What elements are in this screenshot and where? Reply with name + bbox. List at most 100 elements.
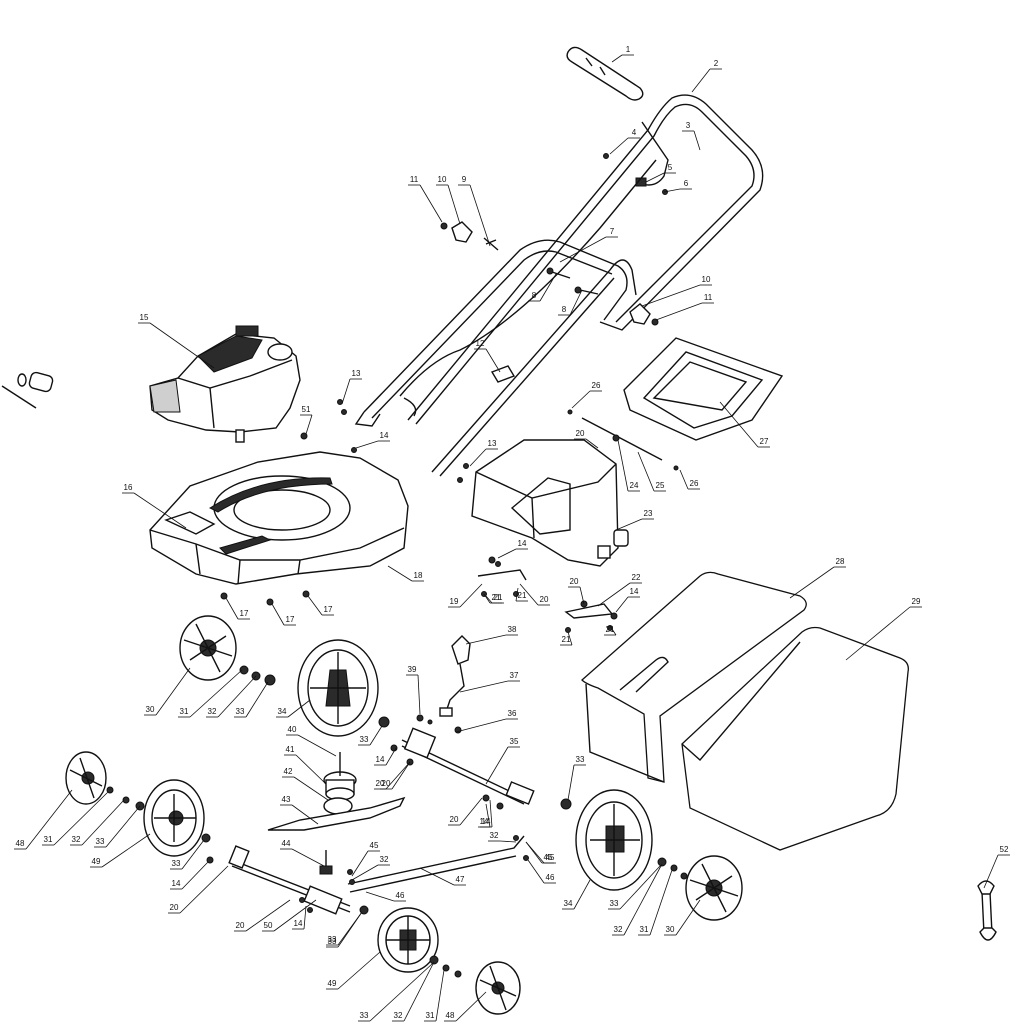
callout-leader-line — [609, 625, 617, 636]
callout-leader-line — [337, 911, 363, 948]
part-callout-number: 33 — [96, 837, 105, 846]
part-callout-number: 21 — [562, 635, 571, 644]
callout-leader-line — [499, 840, 517, 843]
part-callout-number: 9 — [462, 175, 467, 184]
callout-leader-line — [485, 348, 501, 373]
callout-leader-line — [539, 273, 557, 302]
part-callout-number: 14 — [630, 587, 639, 596]
grass-bag — [681, 626, 909, 851]
part-callout-number: 20 — [570, 577, 579, 586]
part-callout-number: 33 — [360, 1011, 369, 1020]
part-callout-number: 19 — [450, 597, 459, 606]
callout-leader-line — [459, 583, 483, 608]
callout-leader-line — [637, 451, 655, 492]
part-callout-number: 37 — [510, 671, 519, 680]
callout-leader-line — [447, 184, 461, 225]
part-callout-number: 13 — [488, 439, 497, 448]
part-callout-number: 35 — [510, 737, 519, 746]
rear-axle — [228, 845, 351, 915]
part-callout-number: 28 — [836, 557, 845, 566]
callout-leader-line — [341, 378, 351, 405]
callout-leader-line — [337, 951, 381, 990]
part-callout-number: 31 — [640, 925, 649, 934]
part-callout-number: 17 — [286, 615, 295, 624]
callout-leader-line — [485, 746, 509, 785]
callout-leader-line — [585, 438, 599, 449]
callout-leader-line — [419, 867, 455, 886]
callout-leaders — [14, 54, 1010, 1022]
callout-leader-line — [181, 839, 205, 870]
callout-leader-line — [641, 284, 701, 307]
callout-leader-line — [273, 899, 317, 932]
part-callout-number: 2 — [714, 59, 719, 68]
part-callout-number: 15 — [140, 313, 149, 322]
front-wheel-right — [575, 789, 653, 891]
callout-leader-line — [385, 747, 397, 766]
callout-leader-line — [615, 518, 643, 531]
mower-deck — [149, 451, 409, 585]
part-callout-number: 12 — [476, 339, 485, 348]
callout-leader-line — [419, 184, 443, 223]
part-callout-number: 33 — [576, 755, 585, 764]
callout-leader-line — [615, 596, 629, 613]
part-callout-number: 44 — [282, 839, 291, 848]
part-callout-number: 33 — [328, 937, 337, 946]
part-callout-number: 22 — [632, 573, 641, 582]
callout-leader-line — [385, 761, 411, 790]
part-callout-number: 33 — [172, 859, 181, 868]
part-callout-number: 11 — [410, 175, 419, 184]
part-callout-number: 45 — [546, 853, 555, 862]
part-callout-number: 1 — [626, 45, 631, 54]
callout-leader-line — [455, 991, 487, 1022]
part-callout-number: 14 — [294, 919, 303, 928]
callout-leader-line — [287, 699, 311, 718]
engine — [149, 325, 301, 443]
callout-leader-line — [417, 674, 421, 715]
part-callout-number: 21 — [492, 593, 501, 602]
part-callout-number: 45 — [370, 841, 379, 850]
part-callout-number: 10 — [702, 275, 711, 284]
rear-wheel-right — [297, 639, 379, 737]
callout-leader-line — [845, 606, 911, 661]
part-callout-number: 40 — [288, 725, 297, 734]
upper-handle-bar — [407, 94, 764, 477]
adjust-bracket-rear — [564, 603, 614, 619]
part-callout-number: 20 — [236, 921, 245, 930]
wheel-cap-rear — [179, 615, 237, 681]
callout-leader-line — [387, 565, 413, 582]
part-callout-number: 6 — [684, 179, 689, 188]
cable-clip — [490, 365, 516, 383]
callout-leader-line — [485, 803, 491, 828]
part-callout-number: 27 — [760, 437, 769, 446]
mulch-plug — [623, 337, 784, 441]
part-callout-number: 41 — [286, 745, 295, 754]
part-callout-number: 50 — [264, 921, 273, 930]
part-callout-number: 16 — [124, 483, 133, 492]
part-callout-number: 14 — [518, 539, 527, 548]
part-callout-number: 14 — [380, 431, 389, 440]
callout-leader-line — [303, 905, 307, 930]
part-callout-number: 32 — [614, 925, 623, 934]
callout-leader-line — [691, 68, 711, 93]
callout-leader-line — [155, 667, 191, 716]
callout-leader-line — [459, 797, 483, 826]
part-callout-number: 7 — [610, 227, 615, 236]
part-callout-number: 32 — [208, 707, 217, 716]
part-callout-number: 46 — [396, 891, 405, 900]
part-callout-number: 24 — [630, 481, 639, 490]
callout-leader-line — [245, 899, 291, 932]
part-callout-number: 49 — [92, 857, 101, 866]
part-callout-number: 23 — [644, 509, 653, 518]
callout-leader-line — [571, 390, 591, 409]
callout-leader-line — [497, 548, 517, 559]
part-callout-number: 10 — [438, 175, 447, 184]
cutting-blade — [267, 796, 406, 831]
callout-leader-line — [435, 969, 445, 1022]
handle-grip — [566, 46, 644, 101]
part-callout-number: 21 — [494, 593, 503, 602]
callout-leader-line — [527, 859, 545, 884]
callout-leader-line — [609, 137, 629, 155]
callout-leader-line — [679, 469, 689, 490]
part-callout-number: 29 — [912, 597, 921, 606]
